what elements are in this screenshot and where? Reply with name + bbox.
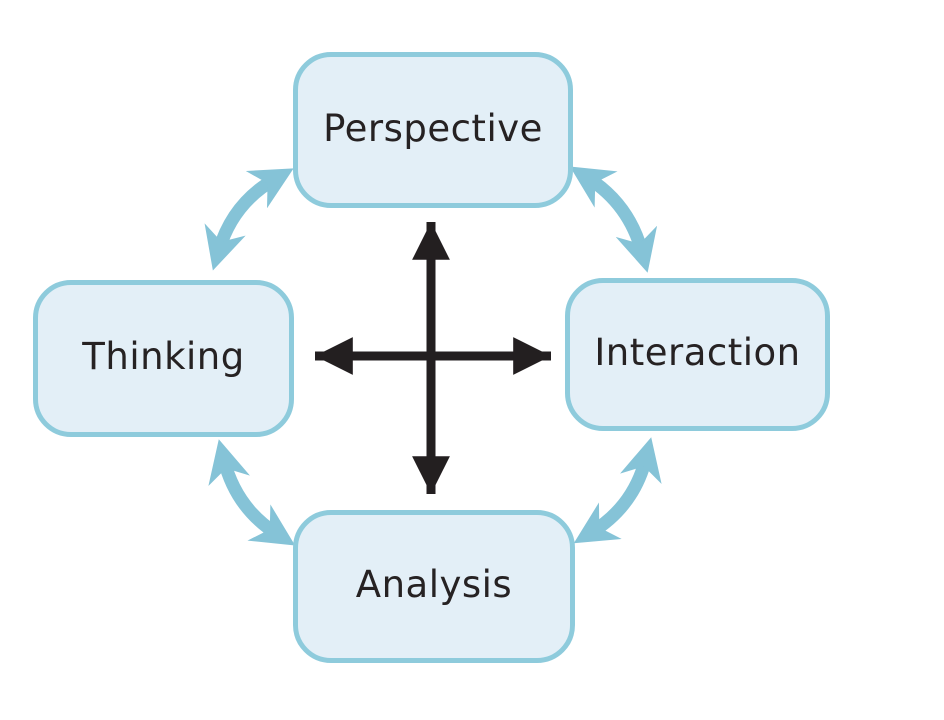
center-cross-arrow — [315, 222, 551, 494]
node-interaction-label: Interaction — [594, 331, 801, 374]
node-analysis-label: Analysis — [355, 563, 513, 606]
node-thinking-label: Thinking — [82, 335, 245, 378]
node-perspective: Perspective — [293, 52, 573, 208]
node-analysis: Analysis — [293, 510, 575, 663]
curved-arrow-perspective-interaction — [569, 166, 658, 273]
curved-arrow-thinking-perspective — [204, 168, 294, 271]
node-perspective-label: Perspective — [323, 106, 543, 150]
curved-arrow-thinking-analysis — [208, 439, 296, 546]
curved-arrow-analysis-interaction — [573, 437, 662, 544]
node-interaction: Interaction — [565, 278, 830, 431]
node-thinking: Thinking — [33, 280, 294, 437]
